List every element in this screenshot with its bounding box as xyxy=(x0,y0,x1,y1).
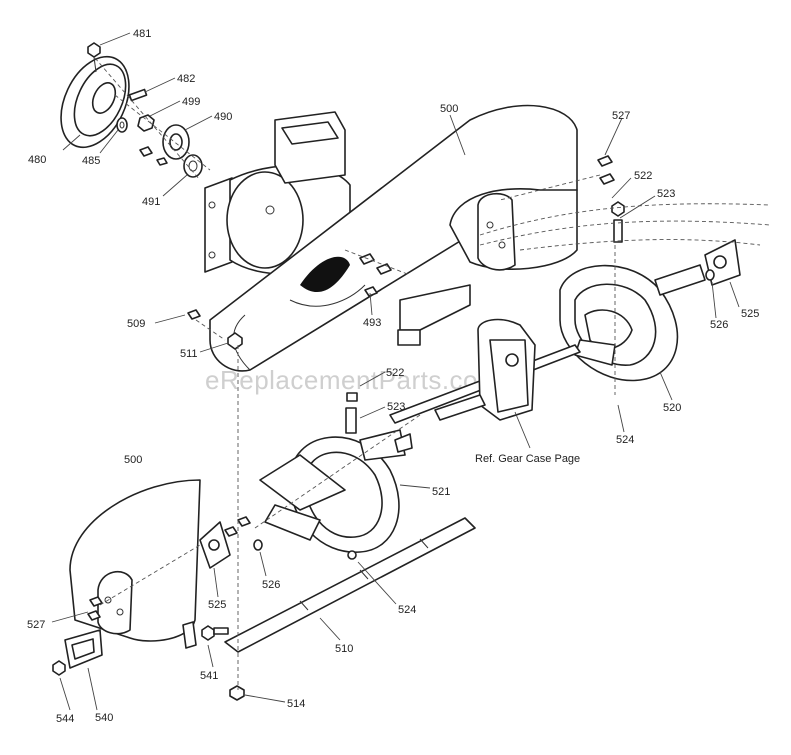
label-522-top: 522 xyxy=(634,170,652,182)
label-523-mid: 523 xyxy=(387,401,405,413)
gear-case-note: Ref. Gear Case Page xyxy=(475,453,580,465)
bolt-527-bottom xyxy=(87,596,103,621)
label-480: 480 xyxy=(28,154,46,166)
label-521: 521 xyxy=(432,486,450,498)
label-510: 510 xyxy=(335,643,353,655)
label-526-lower: 526 xyxy=(262,579,280,591)
label-540: 540 xyxy=(95,712,113,724)
part-labels: 481 482 499 490 480 485 491 500 527 522 … xyxy=(27,28,759,725)
label-526-top: 526 xyxy=(710,319,728,331)
label-524-right: 524 xyxy=(616,434,634,446)
washer-485 xyxy=(116,117,128,133)
label-490: 490 xyxy=(214,111,232,123)
center-hardware xyxy=(187,253,392,434)
leader-lines xyxy=(51,32,740,711)
washer-526-bottom xyxy=(253,539,263,551)
label-544: 544 xyxy=(56,713,74,725)
hardware-small xyxy=(139,146,168,166)
label-541: 541 xyxy=(200,670,218,682)
label-491: 491 xyxy=(142,196,160,208)
label-527-top: 527 xyxy=(612,110,630,122)
label-481: 481 xyxy=(133,28,151,40)
misc-bolts-lower xyxy=(224,516,251,537)
watermark-text: eReplacementParts.com xyxy=(205,365,500,395)
label-524-lower: 524 xyxy=(398,604,416,616)
label-482: 482 xyxy=(177,73,195,85)
right-hardware xyxy=(597,155,625,243)
bolt-481 xyxy=(87,42,101,73)
bolt-541 xyxy=(201,625,229,641)
label-493: 493 xyxy=(363,317,381,329)
assembly-lines xyxy=(94,57,771,690)
label-499: 499 xyxy=(182,96,200,108)
bearing-flange-490 xyxy=(162,124,190,160)
nut-514 xyxy=(229,685,245,701)
label-525-top: 525 xyxy=(741,308,759,320)
spacer-482 xyxy=(128,88,148,102)
washer-526-top xyxy=(705,269,715,281)
label-514: 514 xyxy=(287,698,305,710)
bearing-491 xyxy=(183,154,203,178)
label-527-lower: 527 xyxy=(27,619,45,631)
washer-524-bottom xyxy=(347,550,357,560)
label-522-mid: 522 xyxy=(386,367,404,379)
label-525-lower: 525 xyxy=(208,599,226,611)
label-511: 511 xyxy=(180,348,198,360)
auger-520 xyxy=(559,264,706,382)
nut-499 xyxy=(137,114,155,132)
nut-544 xyxy=(52,660,66,676)
label-500-top: 500 xyxy=(440,103,458,115)
label-520: 520 xyxy=(663,402,681,414)
scraper-bar-510 xyxy=(224,517,476,653)
label-509: 509 xyxy=(127,318,145,330)
label-485: 485 xyxy=(82,155,100,167)
auger-housing-500 xyxy=(204,104,578,372)
label-500-lower: 500 xyxy=(124,454,142,466)
bearing-flange-525-bottom xyxy=(199,521,231,569)
bracket-540 xyxy=(64,629,103,669)
pulley-480 xyxy=(60,55,130,149)
auger-housing-500-lower xyxy=(69,479,201,649)
auger-521 xyxy=(259,429,413,553)
label-523-top: 523 xyxy=(657,188,675,200)
